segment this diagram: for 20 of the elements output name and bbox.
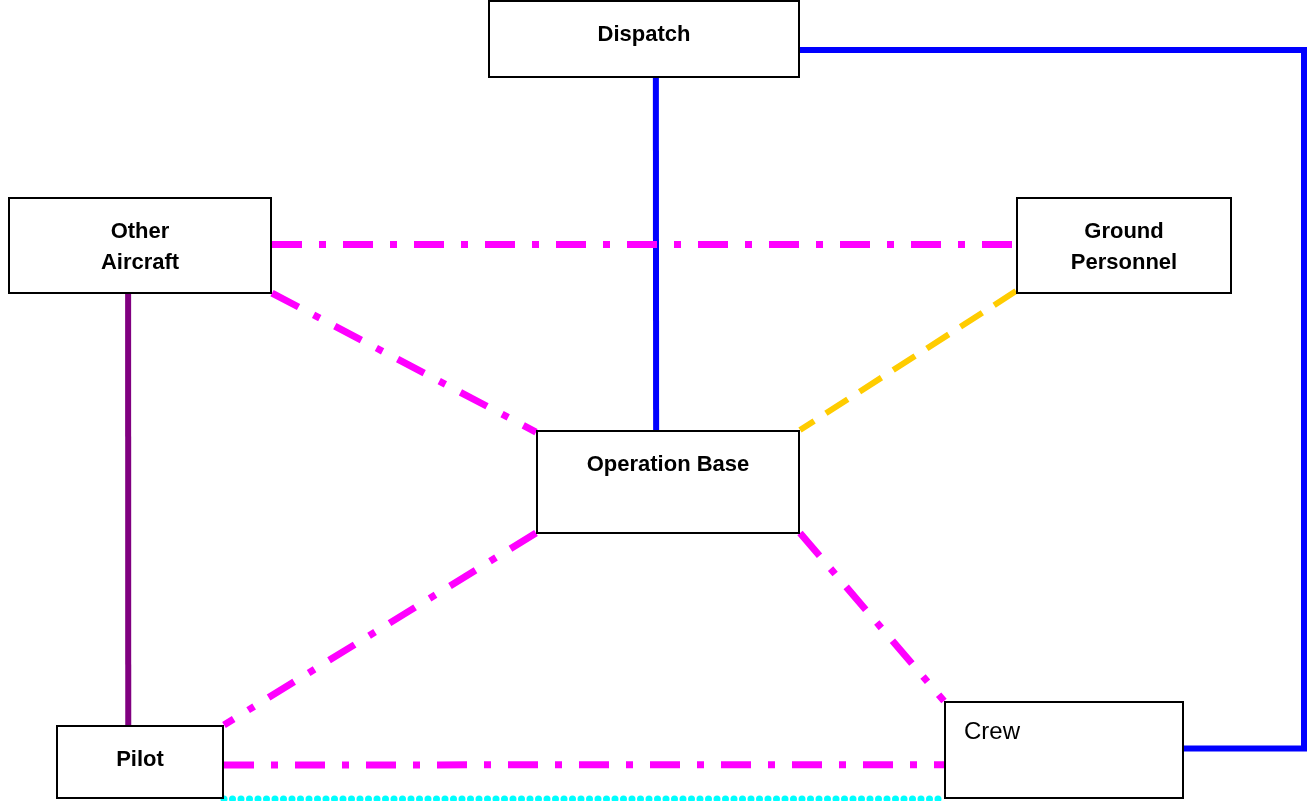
node-label: Operation Base bbox=[586, 450, 750, 478]
process-box bbox=[536, 430, 800, 534]
connector-line bbox=[800, 46, 1307, 752]
process-box bbox=[944, 701, 1184, 799]
process-box bbox=[488, 0, 800, 78]
node-label: Dispatch bbox=[597, 20, 691, 48]
process-box bbox=[8, 197, 272, 294]
process-box bbox=[1016, 197, 1232, 294]
connector-line bbox=[652, 78, 660, 430]
node-label: Ground Personnel bbox=[1069, 217, 1179, 276]
connector-line bbox=[222, 529, 538, 728]
process-box bbox=[56, 725, 224, 799]
connector-line bbox=[125, 294, 132, 725]
connector-line bbox=[798, 288, 1018, 433]
node-label: Pilot bbox=[116, 745, 164, 773]
connector-line bbox=[797, 530, 947, 704]
connector-line bbox=[224, 761, 944, 769]
connector-line bbox=[270, 289, 538, 436]
node-label: Other Aircraft bbox=[99, 217, 181, 276]
node-label: Crew bbox=[964, 716, 1020, 746]
